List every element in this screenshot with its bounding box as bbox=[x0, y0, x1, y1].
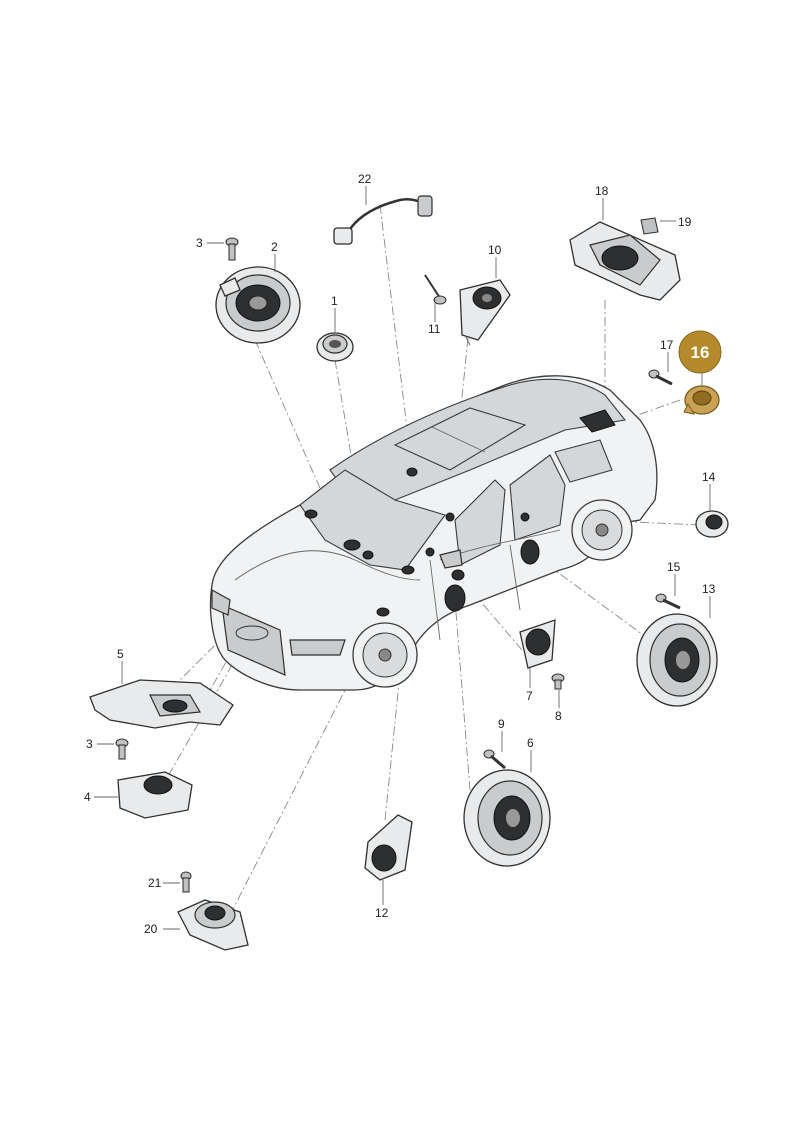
callout-12[interactable]: 12 bbox=[375, 906, 389, 920]
part-1-tweeter[interactable] bbox=[316, 332, 354, 362]
callout-2[interactable]: 2 bbox=[271, 240, 278, 254]
part-20-speaker[interactable] bbox=[177, 899, 249, 951]
callout-4[interactable]: 4 bbox=[84, 790, 91, 804]
part-13-door-speaker[interactable] bbox=[636, 613, 718, 707]
callouts: 1 2 3 3 4 5 6 7 8 9 10 11 12 13 14 15 17… bbox=[84, 172, 722, 936]
callout-9[interactable]: 9 bbox=[498, 717, 505, 731]
callout-3a[interactable]: 3 bbox=[196, 236, 203, 250]
part-6-woofer[interactable] bbox=[463, 769, 551, 867]
part-4-tweeter-mount[interactable] bbox=[117, 771, 193, 819]
callout-3b[interactable]: 3 bbox=[86, 737, 93, 751]
callout-19[interactable]: 19 bbox=[678, 215, 692, 229]
callout-15[interactable]: 15 bbox=[667, 560, 681, 574]
callout-14[interactable]: 14 bbox=[702, 470, 716, 484]
part-12-speaker[interactable] bbox=[364, 814, 413, 881]
callout-11[interactable]: 11 bbox=[428, 322, 441, 336]
part-18-subwoofer-housing[interactable] bbox=[569, 221, 681, 301]
car-body bbox=[209, 375, 658, 691]
part-2-speaker[interactable] bbox=[215, 266, 301, 344]
callout-1[interactable]: 1 bbox=[331, 294, 338, 308]
part-17-screw[interactable] bbox=[648, 369, 673, 386]
part-8-screw[interactable] bbox=[551, 673, 565, 690]
callout-22[interactable]: 22 bbox=[358, 172, 372, 186]
callout-5[interactable]: 5 bbox=[117, 647, 124, 661]
callout-10[interactable]: 10 bbox=[488, 243, 502, 257]
part-15-screw[interactable] bbox=[655, 593, 681, 610]
part-10-speaker[interactable] bbox=[459, 279, 511, 346]
part-3-screw[interactable] bbox=[225, 237, 239, 261]
part-9-screw[interactable] bbox=[483, 749, 506, 770]
callout-6[interactable]: 6 bbox=[527, 736, 534, 750]
callout-16: 16 bbox=[691, 343, 710, 362]
part-22-cable[interactable] bbox=[333, 195, 433, 245]
part-16-component[interactable] bbox=[683, 385, 720, 415]
part-3-screw-lower[interactable] bbox=[115, 738, 129, 760]
callout-20[interactable]: 20 bbox=[144, 922, 158, 936]
leader-lines bbox=[94, 186, 711, 930]
callout-13[interactable]: 13 bbox=[702, 582, 716, 596]
callout-16-highlight[interactable]: 16 bbox=[678, 330, 722, 374]
part-19-nut[interactable] bbox=[640, 217, 659, 235]
part-14-tweeter[interactable] bbox=[695, 510, 729, 538]
highlight-badge bbox=[678, 330, 722, 374]
part-7-tweeter[interactable] bbox=[519, 619, 556, 669]
callout-8[interactable]: 8 bbox=[555, 709, 562, 723]
callout-7[interactable]: 7 bbox=[526, 689, 533, 703]
callout-18[interactable]: 18 bbox=[595, 184, 609, 198]
part-11-rivet[interactable] bbox=[424, 274, 447, 305]
part-21-screw[interactable] bbox=[180, 871, 192, 893]
part-5-trim[interactable] bbox=[89, 679, 234, 729]
callout-17[interactable]: 17 bbox=[660, 338, 674, 352]
callout-21[interactable]: 21 bbox=[148, 876, 162, 890]
